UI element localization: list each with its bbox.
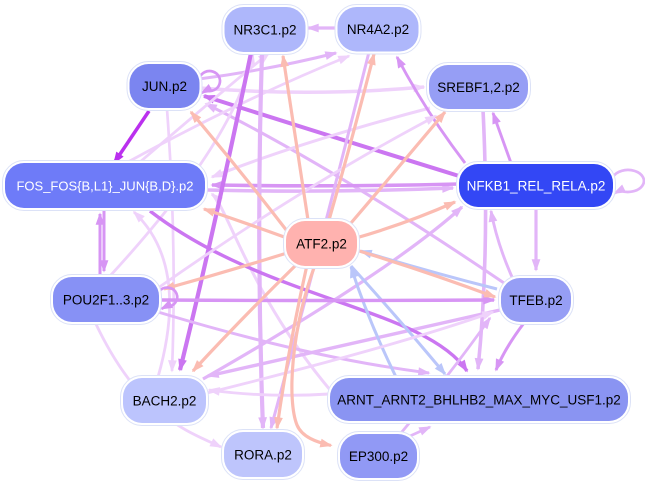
- svg-text:ATF2.p2: ATF2.p2: [296, 236, 347, 251]
- svg-text:EP300.p2: EP300.p2: [349, 449, 408, 464]
- svg-text:TFEB.p2: TFEB.p2: [509, 293, 562, 308]
- svg-text:FOS_FOS{B,L1}_JUN{B,D}.p2: FOS_FOS{B,L1}_JUN{B,D}.p2: [16, 178, 193, 193]
- svg-text:POU2F1..3.p2: POU2F1..3.p2: [63, 292, 149, 307]
- svg-text:NR4A2.p2: NR4A2.p2: [347, 22, 409, 37]
- svg-text:NFKB1_REL_RELA.p2: NFKB1_REL_RELA.p2: [467, 178, 606, 193]
- svg-text:RORA.p2: RORA.p2: [234, 447, 292, 462]
- svg-text:NR3C1.p2: NR3C1.p2: [233, 22, 296, 37]
- svg-text:JUN.p2: JUN.p2: [142, 79, 187, 94]
- svg-text:BACH2.p2: BACH2.p2: [133, 393, 197, 408]
- svg-text:ARNT_ARNT2_BHLHB2_MAX_MYC_USF1: ARNT_ARNT2_BHLHB2_MAX_MYC_USF1.p2: [337, 392, 621, 407]
- svg-text:SREBF1,2.p2: SREBF1,2.p2: [437, 80, 520, 95]
